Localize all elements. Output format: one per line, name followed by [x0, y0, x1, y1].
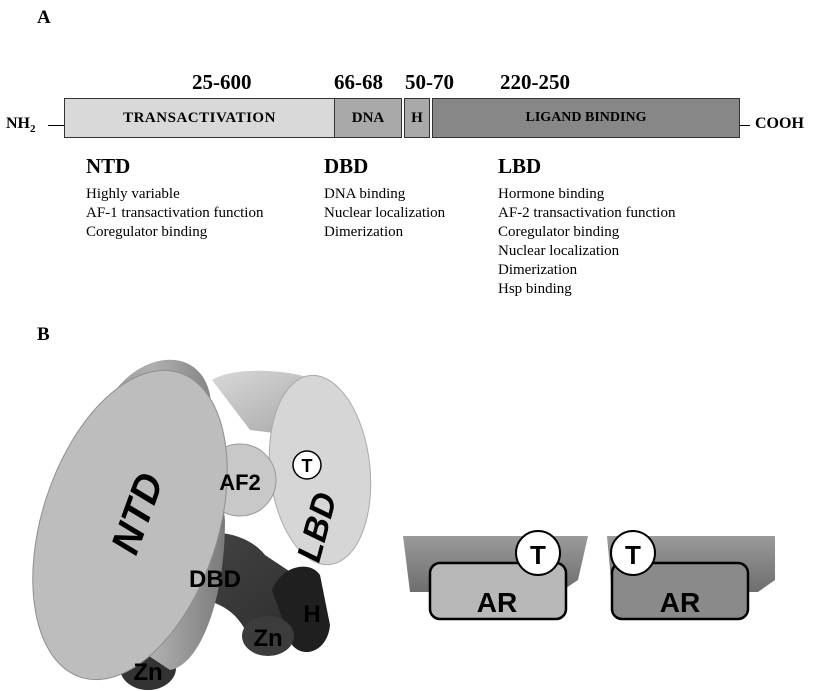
hinge-length-range: 50-70 [405, 70, 454, 94]
dbd-function: DNA binding [324, 186, 406, 202]
ntd-description: NTD Highly variable AF-1 transactivation… [86, 154, 263, 242]
n-terminus-line [48, 125, 64, 126]
ar-label-left: AR [477, 587, 517, 618]
panel-a-label: A [37, 7, 51, 28]
lbd-function: Dimerization [498, 262, 578, 278]
lbd-function: AF-2 transactivation function [498, 205, 676, 221]
transactivation-segment: TRANSACTIVATION [64, 98, 335, 138]
af2-label: AF2 [219, 470, 261, 495]
lbd-function: Hormone binding [498, 186, 605, 202]
testosterone-marker [292, 450, 322, 480]
lbd-description: LBD Hormone binding AF-2 transactivation… [498, 154, 675, 299]
lbd-function: Hsp binding [498, 281, 572, 297]
domain-title: DBD [324, 154, 369, 178]
dbd-function: Nuclear localization [324, 205, 446, 221]
hinge-shape-label: H [303, 601, 320, 628]
zn-label-lower: Zn [133, 659, 162, 686]
ligand-binding-segment: LIGAND BINDING [432, 98, 740, 138]
panel-b-label: B [37, 324, 50, 345]
lbd-length-range: 220-250 [500, 70, 570, 94]
zn-label-upper: Zn [253, 625, 282, 652]
domain-title: LBD [498, 154, 542, 178]
c-terminus-line [740, 125, 750, 126]
testosterone-marker [515, 530, 561, 576]
ntd-length-range: 25-600 [192, 70, 252, 94]
ntd-function: Highly variable [86, 186, 180, 202]
ligand-label-right: T [625, 540, 641, 570]
ar-monomer-left [403, 530, 588, 621]
testosterone-label: T [302, 456, 313, 476]
lbd-function: Nuclear localization [498, 243, 620, 259]
testosterone-marker [610, 530, 656, 576]
dbd-shape-label: DBD [189, 566, 241, 593]
ar-box [610, 561, 750, 621]
ligand-label-left: T [530, 540, 546, 570]
c-terminus-label: COOH [755, 115, 804, 132]
dbd-description: DBD DNA binding Nuclear localization Dim… [324, 154, 445, 242]
ar-box [428, 561, 568, 621]
dna-binding-segment: DNA [334, 98, 402, 138]
dbd-function: Dimerization [324, 224, 404, 240]
ar-monomer-right [607, 530, 775, 621]
ar-label-right: AR [660, 587, 700, 618]
dbd-length-range: 66-68 [334, 70, 383, 94]
ntd-disc [32, 359, 228, 681]
domain-title: NTD [86, 154, 131, 178]
hinge-segment: H [404, 98, 430, 138]
ntd-function: AF-1 transactivation function [86, 205, 264, 221]
n-terminus-label: NH2 [6, 115, 36, 136]
lbd-function: Coregulator binding [498, 224, 620, 240]
ntd-function: Coregulator binding [86, 224, 208, 240]
